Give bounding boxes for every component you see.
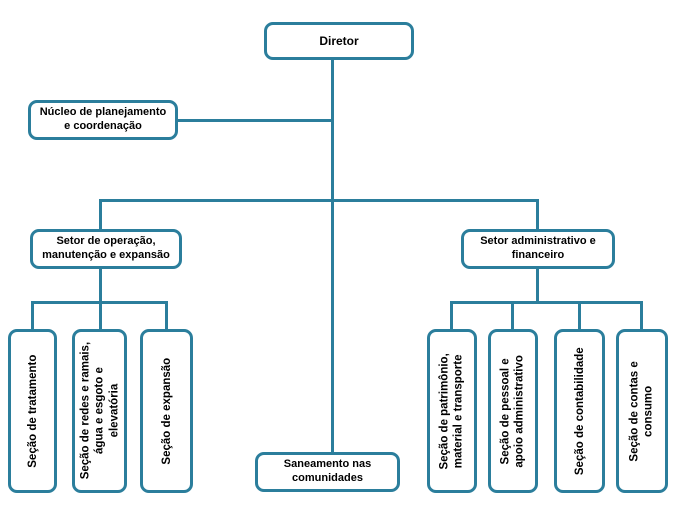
connector-line <box>165 301 168 332</box>
node-label: Setor administrativo e financeiro <box>480 235 596 261</box>
node-label: Seção de pessoal e apoio administrativo <box>499 354 526 468</box>
node-label: Saneamento nas comunidades <box>283 458 372 484</box>
node-label: Seção de tratamento <box>26 354 39 468</box>
node-label: Setor de operação, manutenção e expansão <box>42 235 170 261</box>
node-secao-redes-ramais: Seção de redes e ramais, água e esgoto e… <box>72 329 127 493</box>
node-label: Seção de redes e ramais, água e esgoto e… <box>78 342 120 480</box>
connector-line <box>99 301 102 332</box>
node-label: Seção de patrimônio, material e transpor… <box>438 352 465 470</box>
node-label: Núcleo de planejamento e coordenação <box>39 106 167 132</box>
node-diretor: Diretor <box>264 22 414 60</box>
connector-line <box>511 301 514 332</box>
connector-trunk-line <box>331 59 334 455</box>
node-label: Diretor <box>319 33 359 48</box>
node-setor-operacao: Setor de operação, manutenção e expansão <box>30 229 182 269</box>
connector-line <box>450 301 453 332</box>
connector-right-group-line <box>450 301 643 304</box>
node-saneamento-comunidades: Saneamento nas comunidades <box>255 452 400 492</box>
connector-line <box>31 301 34 332</box>
node-secao-contabilidade: Seção de contabilidade <box>554 329 605 493</box>
connector-line <box>640 301 643 332</box>
connector-line <box>536 199 539 232</box>
node-secao-contas: Seção de contas e consumo <box>616 329 668 493</box>
node-nucleo-planejamento: Núcleo de planejamento e coordenação <box>28 100 178 140</box>
node-secao-tratamento: Seção de tratamento <box>8 329 57 493</box>
node-label: Seção de expansão <box>160 357 173 465</box>
node-label: Seção de contas e consumo <box>628 360 655 462</box>
node-setor-administrativo: Setor administrativo e financeiro <box>461 229 615 269</box>
connector-nucleo-line <box>175 119 333 122</box>
node-label: Seção de contabilidade <box>573 347 586 475</box>
node-secao-patrimonio: Seção de patrimônio, material e transpor… <box>427 329 477 493</box>
node-secao-pessoal: Seção de pessoal e apoio administrativo <box>488 329 538 493</box>
connector-level2-line <box>99 199 539 202</box>
node-secao-expansao: Seção de expansão <box>140 329 193 493</box>
connector-line <box>99 199 102 232</box>
connector-line <box>578 301 581 332</box>
connector-line <box>99 266 102 304</box>
connector-line <box>536 266 539 304</box>
